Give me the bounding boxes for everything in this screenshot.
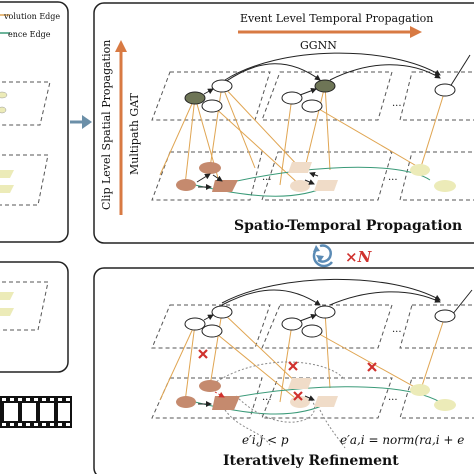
dots-1: ...	[392, 98, 402, 109]
legend-item-sequence: ence Edge	[8, 30, 51, 39]
spatio-temporal-title: Spatio-Temporal Propagation	[234, 218, 462, 234]
legend-item-convolution: volution Edge	[3, 12, 60, 21]
formula-left: e′i,j < p	[242, 433, 289, 447]
refinement-panel: ... ... ... e′i,j < p e′a,i = norm(ra,i …	[93, 267, 474, 474]
removed-edge-crosses	[198, 349, 377, 401]
multipath-gat-label: Multipath GAT	[128, 92, 141, 175]
left-top-panel: volution Edge ence Edge	[0, 1, 69, 243]
event-level-label: Event Level Temporal Propagation	[240, 12, 433, 25]
refinement-title: Iteratively Refinement	[223, 453, 399, 469]
times-n-label: ×N	[345, 248, 373, 266]
input-arrow	[70, 115, 92, 129]
spatial-propagation-label: Clip Level Spatial Propagation	[100, 40, 113, 210]
ggnn-label: GGNN	[300, 39, 337, 52]
formula-right: e′a,i = norm(ra,i + e	[340, 433, 464, 447]
film-strip-icon	[0, 396, 72, 428]
spatial-arrow-head	[115, 40, 127, 52]
loop-icon	[312, 244, 333, 268]
event-arrow-head	[410, 26, 422, 38]
spatio-temporal-panel: Event Level Temporal Propagation GGNN Cl…	[93, 2, 474, 244]
dots-2: ...	[262, 172, 272, 183]
dots-3: ...	[388, 172, 398, 183]
dots-5: ...	[262, 392, 272, 403]
dots-6: ...	[388, 392, 398, 403]
dots-4: ...	[392, 324, 402, 335]
left-bottom-panel	[0, 261, 69, 373]
